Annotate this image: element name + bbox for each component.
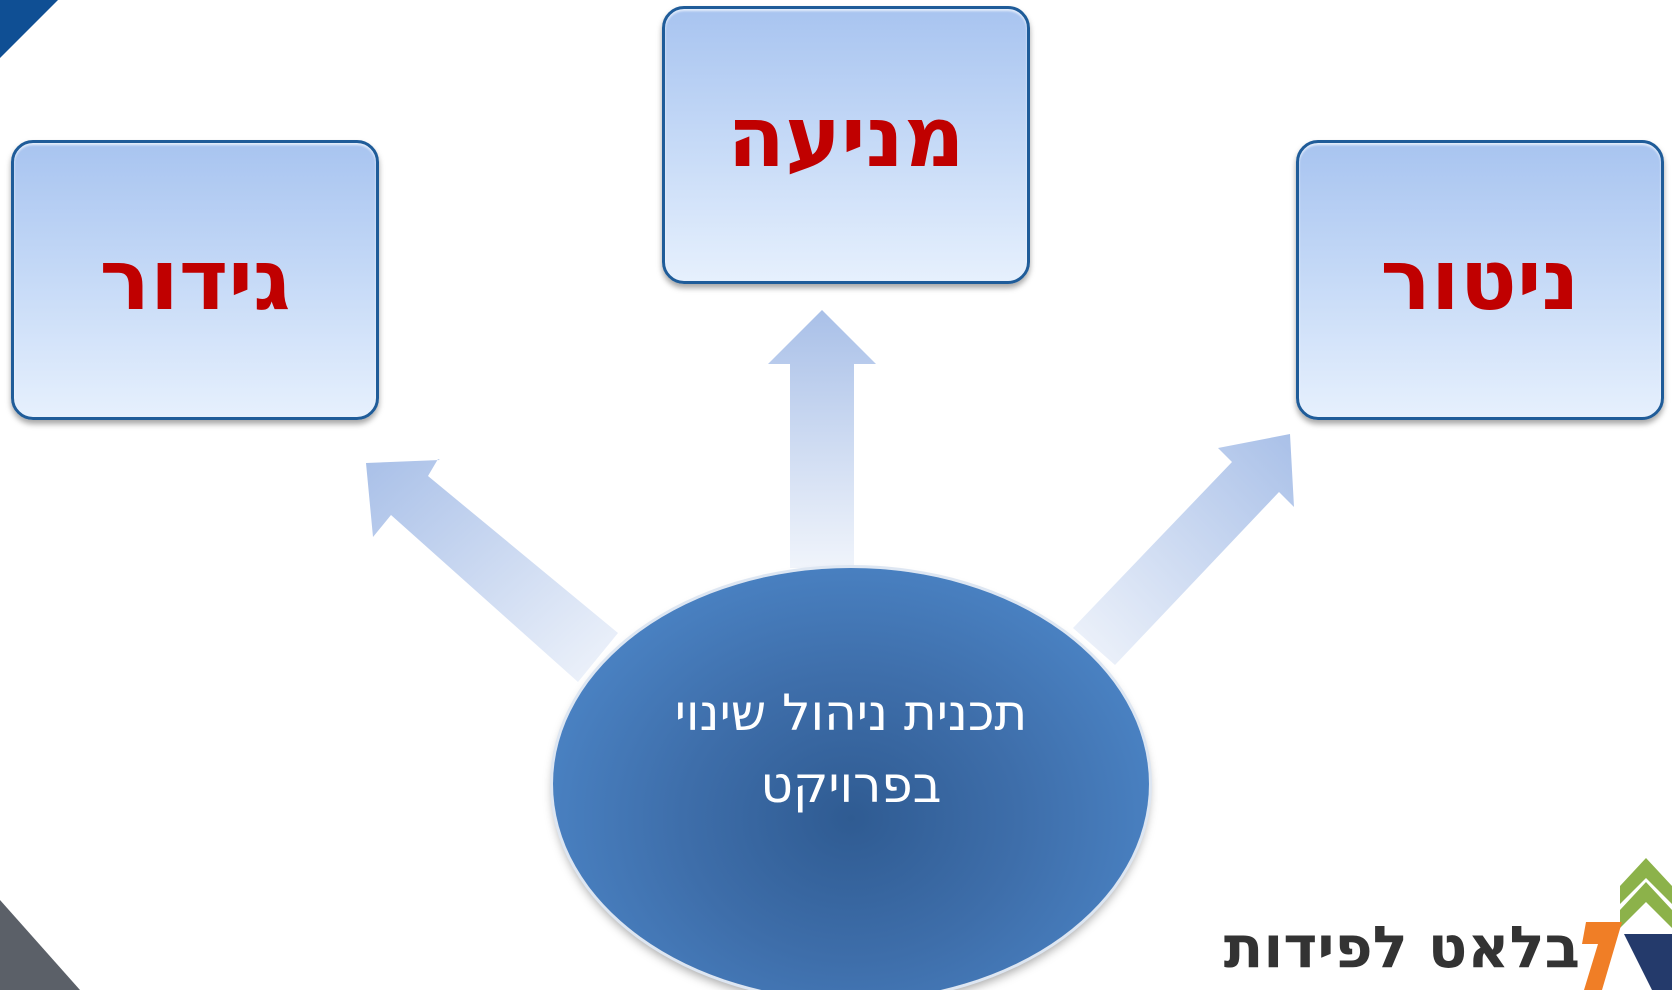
hub-ellipse: תכנית ניהול שינוי בפרויקט — [553, 568, 1149, 990]
node-label-center: מניעה — [727, 88, 965, 186]
node-label-right: ניטור — [1380, 231, 1580, 329]
node-box-right: ניטור — [1296, 140, 1664, 420]
logo-text: בלאט לפידות — [1223, 913, 1580, 981]
node-label-left: גידור — [99, 231, 291, 329]
node-box-center: מניעה — [662, 6, 1030, 284]
arrow-up-left — [366, 459, 618, 682]
arrow-up-right — [1073, 434, 1294, 665]
arrow-up — [768, 310, 876, 568]
corner-decoration-top-left — [0, 0, 58, 58]
corner-decoration-bottom-left — [0, 900, 80, 990]
hub-text-line-1: תכנית ניהול שינוי — [674, 684, 1028, 742]
hub-text-line-2: בפרויקט — [760, 756, 942, 814]
arrow-chevron-logo-icon — [1582, 858, 1672, 990]
company-logo: בלאט לפידות — [1200, 858, 1672, 990]
node-box-left: גידור — [11, 140, 379, 420]
hub-text: תכנית ניהול שינוי בפרויקט — [675, 677, 1028, 821]
